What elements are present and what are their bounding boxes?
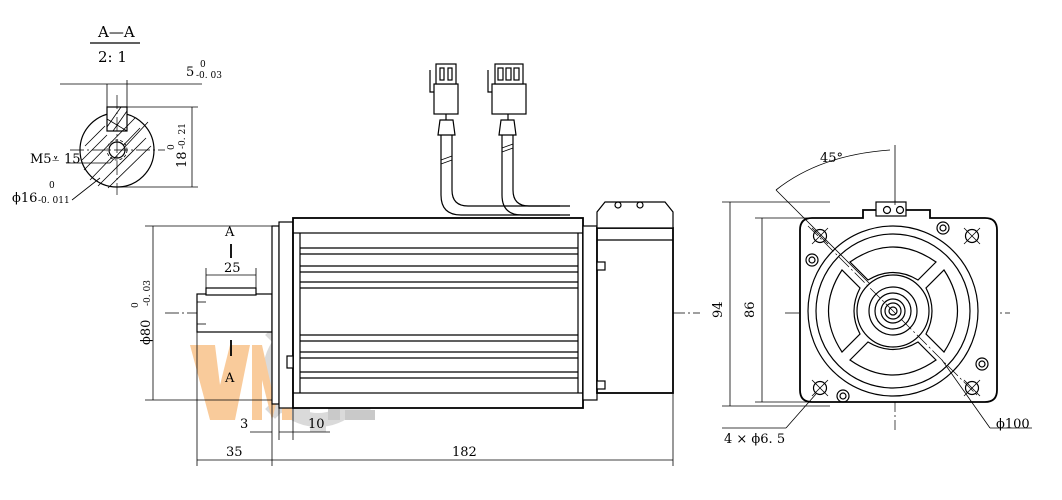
mount-hole-tl	[811, 227, 829, 245]
section-mark-bottom: A	[224, 371, 235, 386]
angle-dim: 45°	[820, 151, 843, 166]
thread-depth: 15	[64, 152, 81, 167]
flange-dia-tol-upper: 0	[131, 302, 141, 308]
key-width-tol-upper: 0	[200, 60, 206, 70]
cable-2	[501, 135, 570, 216]
key-width-dim: 5	[186, 65, 194, 80]
outer-size-dim: 94	[711, 301, 726, 318]
pilot-circle	[807, 225, 979, 397]
shaft-length-dim: 35	[226, 445, 243, 460]
hole-note: 4 × ϕ6. 5	[724, 432, 785, 447]
encoder-housing	[596, 227, 674, 394]
connector-2	[487, 63, 527, 120]
thread-note: M5	[30, 152, 52, 167]
body-length-dim: 182	[452, 445, 477, 460]
side-view: A A 25 ϕ80 0 -0. 03 3 10 35 182	[131, 63, 700, 466]
shoulder-dim: 3	[240, 417, 248, 432]
motor-body	[292, 217, 584, 409]
shaft-dia-tol-upper: 0	[49, 181, 55, 191]
pcd-dim: ϕ100	[996, 417, 1030, 432]
key-height-tol-lower: -0. 21	[178, 123, 188, 149]
front-view: 45° 94 86 4 × ϕ6. 5 ϕ100	[711, 145, 1032, 447]
mount-hole-br	[963, 379, 981, 397]
section-title: A—A	[97, 23, 135, 41]
key	[205, 287, 257, 296]
key-length-dim: 25	[224, 261, 241, 276]
shaft-dia-tol-lower: -0. 011	[38, 196, 70, 206]
rear-cap	[582, 225, 598, 401]
key-width-tol-lower: -0. 03	[196, 71, 222, 81]
section-mark-top: A	[224, 225, 235, 240]
cable-1	[440, 135, 560, 216]
thread-depth-symbol: ⩡	[52, 152, 59, 167]
body-fins	[300, 247, 578, 379]
section-view: A—A 2: 1 5 0 -0. 03	[12, 23, 222, 206]
key-height-dim: 18	[175, 151, 190, 168]
flange	[271, 225, 280, 405]
connector-1	[429, 63, 459, 120]
hole-spacing-dim: 86	[743, 301, 758, 318]
flange-dia-tol-lower: -0. 03	[143, 280, 153, 306]
flange-dia-dim: ϕ80	[139, 320, 154, 345]
flange-thickness-dim: 10	[308, 417, 325, 432]
key-height-tol-upper: 0	[167, 144, 177, 150]
mount-hole-bl	[811, 379, 829, 397]
mount-hole-tr	[963, 227, 981, 245]
shaft	[196, 293, 273, 333]
shaft-dia-dim: ϕ16	[12, 191, 37, 206]
section-scale: 2: 1	[98, 48, 127, 66]
